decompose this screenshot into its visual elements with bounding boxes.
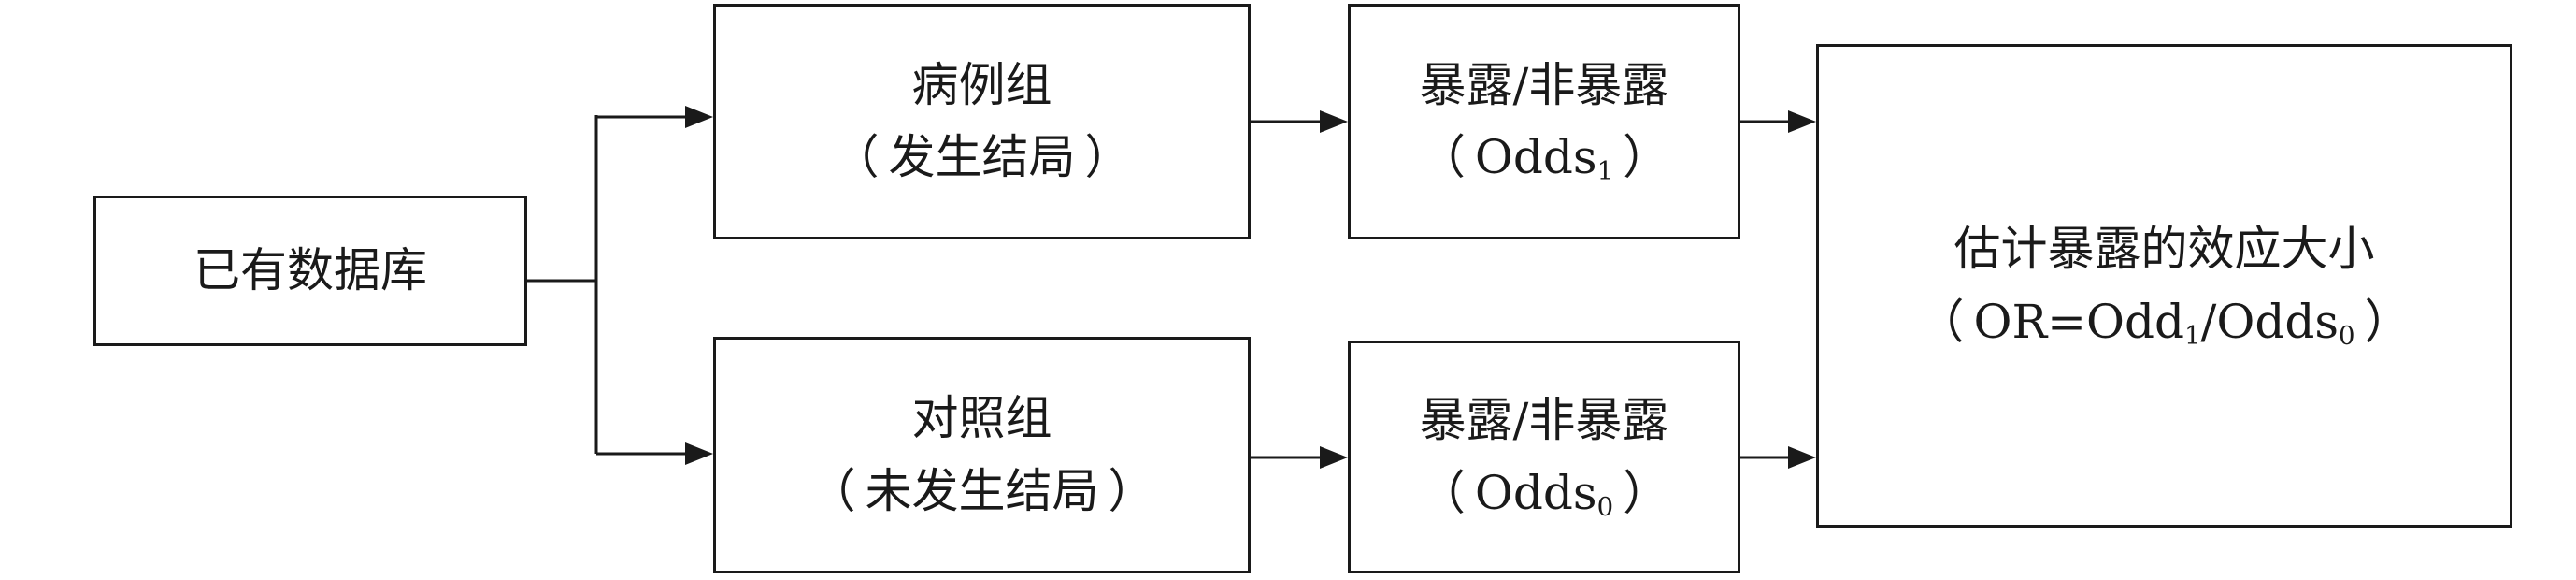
case-group-title: 病例组	[911, 57, 1052, 112]
odds-ratio-box: 估计暴露的效应大小 （OR=Odd1/Odds0 ）	[1816, 44, 2512, 528]
close-paren: ）	[1108, 463, 1155, 518]
control-exposure-box: 暴露/非暴露 （Odds0 ）	[1348, 341, 1740, 573]
open-paren: （	[1418, 465, 1466, 520]
formula-subscript-0: 0	[2339, 320, 2355, 351]
control-group-title: 对照组	[911, 391, 1052, 445]
close-paren: ）	[1084, 130, 1132, 184]
existing-database-label: 已有数据库	[193, 242, 427, 297]
control-odds-label: Odds	[1474, 465, 1597, 520]
open-paren: （	[1418, 130, 1466, 184]
arrow-control-exposure-to-or	[1740, 446, 1816, 469]
control-group-subtitle-line: （未发生结局）	[809, 456, 1155, 529]
case-group-box: 病例组 （发生结局）	[713, 4, 1251, 239]
control-group-box: 对照组 （未发生结局）	[713, 337, 1251, 573]
control-odds-line: （Odds0 ）	[1419, 457, 1669, 530]
case-exposure-box: 暴露/非暴露 （Odds1 ）	[1348, 4, 1740, 239]
odds-ratio-formula: （OR=Odd1/Odds0 ）	[1917, 286, 2411, 359]
close-paren: ）	[1623, 465, 1670, 520]
arrow-case-to-exposure	[1251, 110, 1348, 133]
close-paren: ）	[2364, 294, 2411, 349]
control-odds-subscript: 0	[1596, 491, 1614, 522]
control-group-subtitle: 未发生结局	[865, 463, 1099, 518]
open-paren: （	[1917, 294, 1965, 349]
formula-or-part: OR=Odd	[1973, 294, 2185, 349]
open-paren: （	[832, 130, 880, 184]
control-exposure-title: 暴露/非暴露	[1419, 393, 1669, 447]
arrow-control-to-exposure	[1251, 446, 1348, 469]
formula-subscript-1: 1	[2184, 320, 2201, 351]
open-paren: （	[809, 463, 856, 518]
existing-database-box: 已有数据库	[93, 196, 527, 346]
arrow-case-exposure-to-or	[1740, 110, 1816, 133]
arrow-to-control-group	[596, 442, 713, 465]
case-odds-subscript: 1	[1596, 155, 1614, 186]
case-odds-label: Odds	[1474, 130, 1597, 184]
formula-odds-part: /Odds	[2200, 294, 2340, 349]
close-paren: ）	[1623, 130, 1670, 184]
case-exposure-title: 暴露/非暴露	[1419, 57, 1669, 112]
case-group-subtitle-line: （发生结局）	[833, 122, 1132, 195]
odds-ratio-title: 估计暴露的效应大小	[1953, 222, 2375, 276]
case-odds-line: （Odds1 ）	[1419, 122, 1669, 195]
case-group-subtitle: 发生结局	[888, 130, 1076, 184]
arrow-to-case-group	[596, 106, 713, 128]
